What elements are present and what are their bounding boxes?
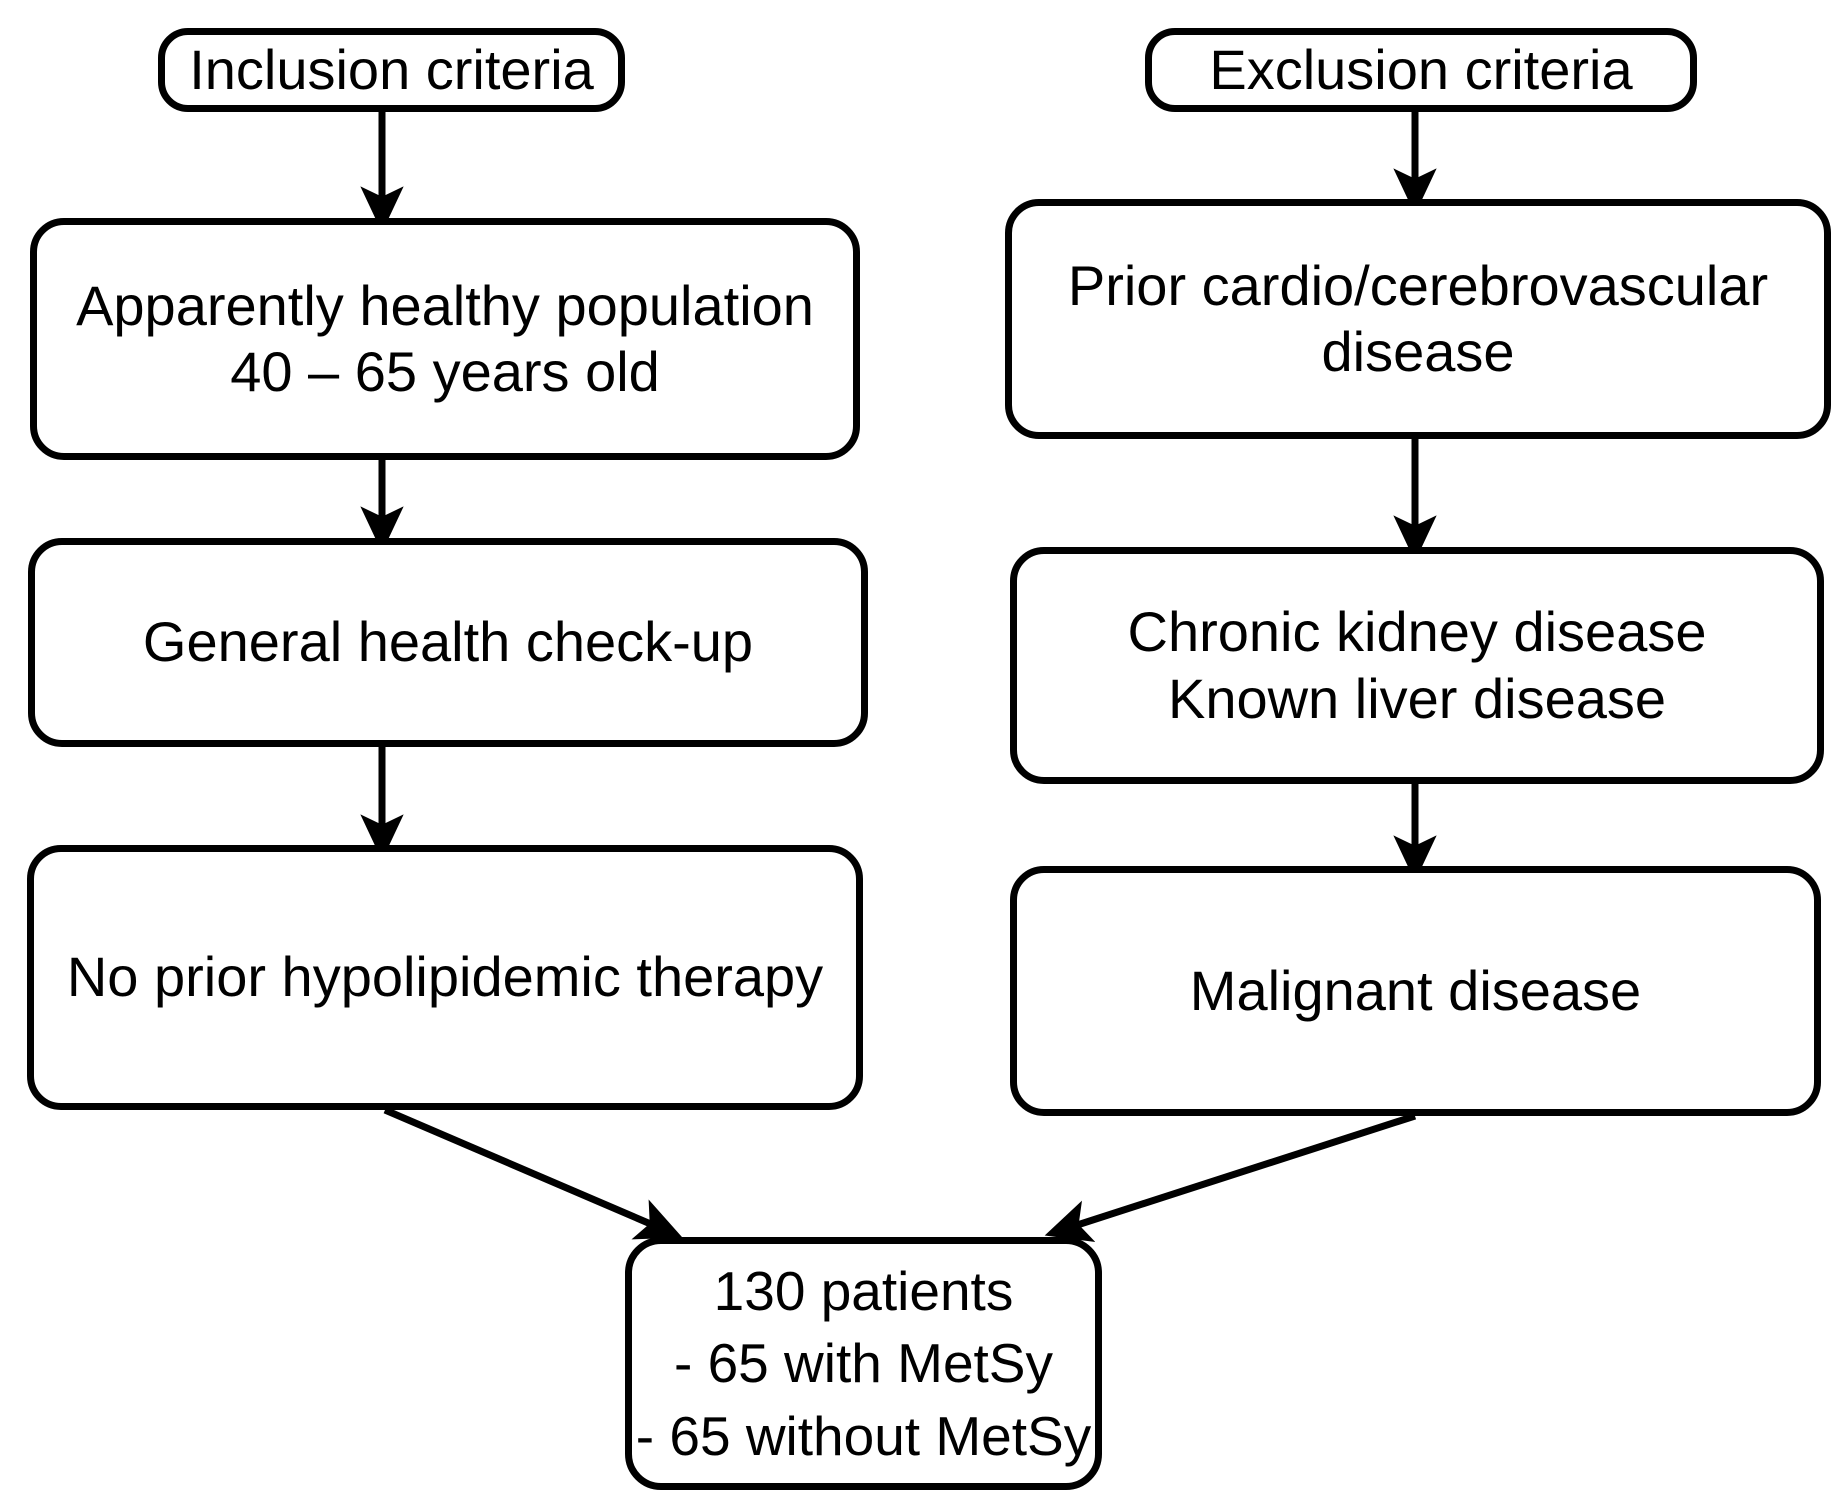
node-no-prior-hypolipidemic-therapy[interactable]: No prior hypolipidemic therapy [27,845,863,1110]
node-malignant-disease-label: Malignant disease [1189,958,1642,1022]
node-malignant-disease[interactable]: Malignant disease [1010,866,1821,1116]
node-apparently-healthy-population-label: Apparently healthy population 40 – 65 ye… [76,273,814,403]
final-cohort-with-metsy: - 65 with MetSy [673,1332,1053,1395]
node-chronic-kidney-known-liver-disease[interactable]: Chronic kidney disease Known liver disea… [1010,547,1824,784]
node-exclusion-criteria[interactable]: Exclusion criteria [1145,28,1697,112]
final-cohort-total: 130 patients [713,1259,1014,1322]
node-final-cohort[interactable]: 130 patients - 65 with MetSy - 65 withou… [625,1237,1102,1490]
connector-right-to-result [1044,1112,1417,1242]
node-general-health-checkup-label: General health check-up [142,610,754,674]
node-exclusion-criteria-label: Exclusion criteria [1209,37,1633,101]
node-prior-cardio-cerebrovascular-disease[interactable]: Prior cardio/cerebrovascular disease [1005,199,1831,439]
node-inclusion-criteria-label: Inclusion criteria [189,37,594,101]
final-cohort-without-metsy: - 65 without MetSy [635,1404,1092,1467]
node-no-prior-hypolipidemic-therapy-label: No prior hypolipidemic therapy [66,945,824,1009]
node-inclusion-criteria[interactable]: Inclusion criteria [158,28,625,112]
node-apparently-healthy-population[interactable]: Apparently healthy population 40 – 65 ye… [30,218,860,460]
node-general-health-checkup[interactable]: General health check-up [28,538,868,747]
connector-left-to-result [383,1106,683,1240]
node-prior-cardio-cerebrovascular-disease-label: Prior cardio/cerebrovascular disease [1067,253,1769,383]
node-chronic-kidney-known-liver-disease-label: Chronic kidney disease Known liver disea… [1127,600,1707,730]
